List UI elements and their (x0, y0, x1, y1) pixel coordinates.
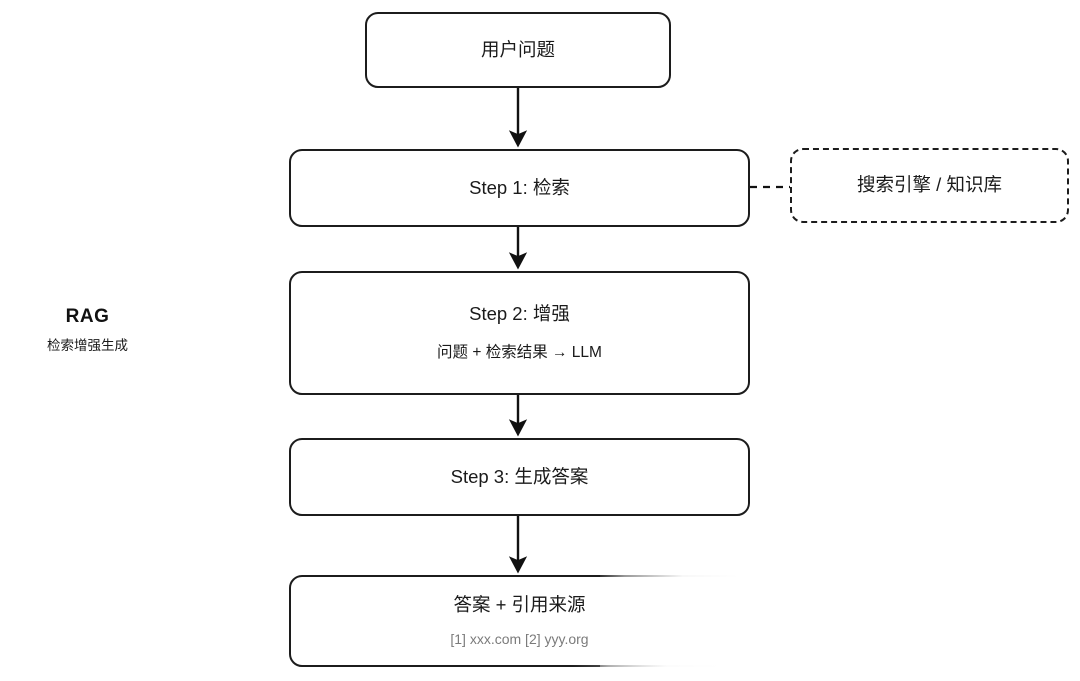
node-user-question[interactable]: 用户问题 (365, 12, 671, 88)
node-answer-label: 答案 + 引用来源 (453, 594, 586, 616)
node-step2-augmentation[interactable]: Step 2: 增强 问题 + 检索结果 → LLM (289, 271, 750, 395)
caption-title: RAG (65, 306, 110, 327)
node-search-engine-knowledge-base[interactable]: 搜索引擎 / 知识库 (790, 148, 1069, 223)
node-step1-label: Step 1: 检索 (469, 176, 570, 198)
node-answer-citation: [1] xxx.com [2] yyy.org (450, 631, 589, 648)
diagram-caption: RAG 检索增强生成 (0, 305, 175, 354)
node-user-question-label: 用户问题 (480, 38, 555, 60)
node-answer-with-citations[interactable]: 答案 + 引用来源 [1] xxx.com [2] yyy.org (289, 575, 750, 667)
caption-subtitle: 检索增强生成 (47, 337, 128, 353)
node-source-label: 搜索引擎 / 知识库 (857, 174, 1002, 196)
node-step2-label: Step 2: 增强 (469, 303, 570, 325)
node-step2-sublabel: 问题 + 检索结果 → LLM (437, 344, 602, 362)
node-step3-generate-answer[interactable]: Step 3: 生成答案 (289, 438, 750, 516)
node-step1-retrieval[interactable]: Step 1: 检索 (289, 149, 750, 227)
node-step3-label: Step 3: 生成答案 (450, 465, 589, 487)
